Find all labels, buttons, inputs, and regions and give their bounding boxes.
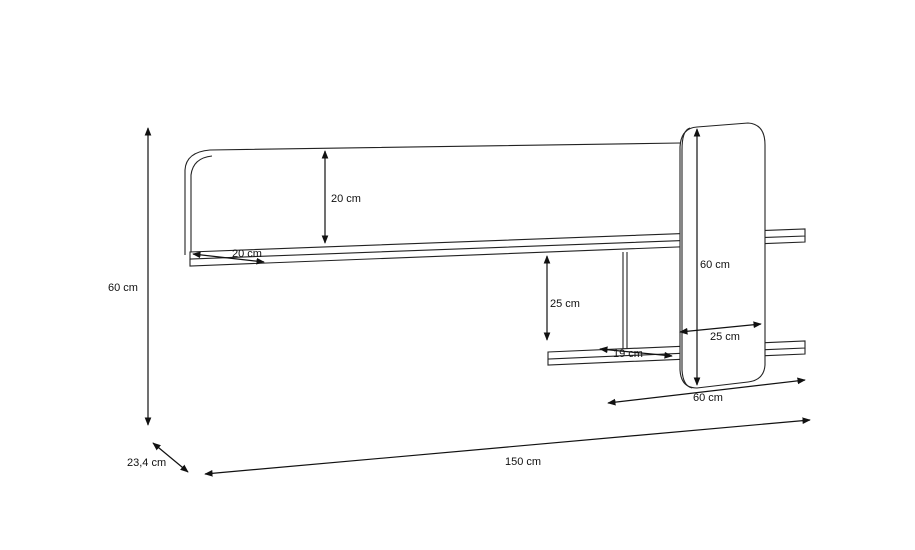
label-lower-gap: 25 cm	[550, 298, 580, 310]
vertical-panel	[679, 122, 766, 389]
arrow-lower-width	[607, 377, 806, 406]
shelf-outline	[184, 122, 806, 389]
label-total-depth: 23,4 cm	[127, 457, 167, 469]
arrow-total-depth	[152, 442, 189, 473]
label-back-height: 20 cm	[331, 193, 361, 205]
label-lower-depth: 19 cm	[613, 348, 643, 360]
label-shelf-depth: 20 cm	[232, 248, 262, 260]
lower-shelf-front	[547, 348, 806, 366]
dimension-arrows	[144, 127, 811, 477]
arrow-total-width	[204, 417, 811, 477]
arrow-panel-to-edge	[679, 321, 762, 335]
label-lower-width: 60 cm	[693, 392, 723, 404]
label-panel-height: 60 cm	[700, 259, 730, 271]
back-panel	[184, 142, 681, 255]
lower-shelf-top	[547, 340, 806, 360]
label-total-height: 60 cm	[108, 282, 138, 294]
label-panel-to-edge: 25 cm	[710, 331, 740, 343]
back-panel-inner	[190, 155, 213, 252]
top-shelf-front	[189, 236, 806, 267]
label-total-width: 150 cm	[505, 456, 542, 468]
arrow-lower-depth	[599, 346, 673, 359]
arrow-shelf-depth	[192, 251, 265, 265]
